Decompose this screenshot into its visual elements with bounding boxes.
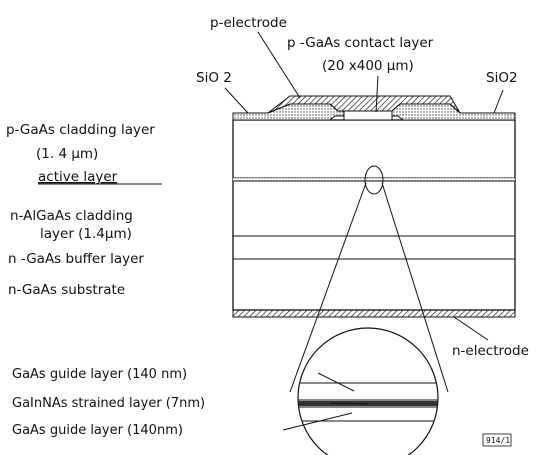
n-cladding-thickness: layer (1.4μm) <box>40 226 132 242</box>
contact-layer-label: p -GaAs contact layer <box>287 35 434 51</box>
sio2-right-leader <box>493 89 504 114</box>
zoom-cone-right <box>381 182 449 393</box>
sio2-left-leader <box>224 87 249 114</box>
figure-tag-box <box>482 433 512 447</box>
chip-body <box>232 119 516 311</box>
p-cladding-label: p-GaAs cladding layer <box>6 122 155 138</box>
guide-bottom-label: GaAs guide layer (140nm) <box>12 423 183 438</box>
guide-top-label: GaAs guide layer (140 nm) <box>12 367 187 382</box>
figure-tag: 914/1 <box>486 436 510 445</box>
n-electrode-leader <box>453 316 489 341</box>
strained-layer-band <box>298 401 438 406</box>
p-electrode <box>267 95 461 114</box>
n-cladding-label: n-AlGaAs cladding <box>10 208 133 224</box>
sio2-left-label: SiO 2 <box>196 70 232 86</box>
p-electrode-label: p-electrode <box>210 15 287 31</box>
magnified-view <box>297 327 439 455</box>
active-layer <box>233 178 515 181</box>
zoom-source-ellipse <box>364 165 384 195</box>
strained-layer-leader <box>329 402 369 405</box>
contact-leader <box>375 75 379 113</box>
guide-bottom-leader <box>282 412 353 431</box>
sio2-right-label: SiO2 <box>486 70 518 86</box>
substrate-label: n-GaAs substrate <box>8 282 125 298</box>
buffer-layer-label: n -GaAs buffer layer <box>8 251 144 267</box>
p-cladding-thickness: (1. 4 μm) <box>36 146 98 162</box>
contact-layer <box>343 110 393 121</box>
active-layer-label: active layer <box>38 169 118 185</box>
p-electrode-leader <box>257 31 301 99</box>
guide-top-leader <box>317 372 355 392</box>
strained-layer-label: GaInNAs strained layer (7nm) <box>12 396 205 411</box>
zoom-cone-left <box>289 182 367 393</box>
n-electrode-label: n-electrode <box>452 343 529 359</box>
contact-size-label: (20 x400 μm) <box>322 58 414 74</box>
n-electrode <box>232 309 516 318</box>
